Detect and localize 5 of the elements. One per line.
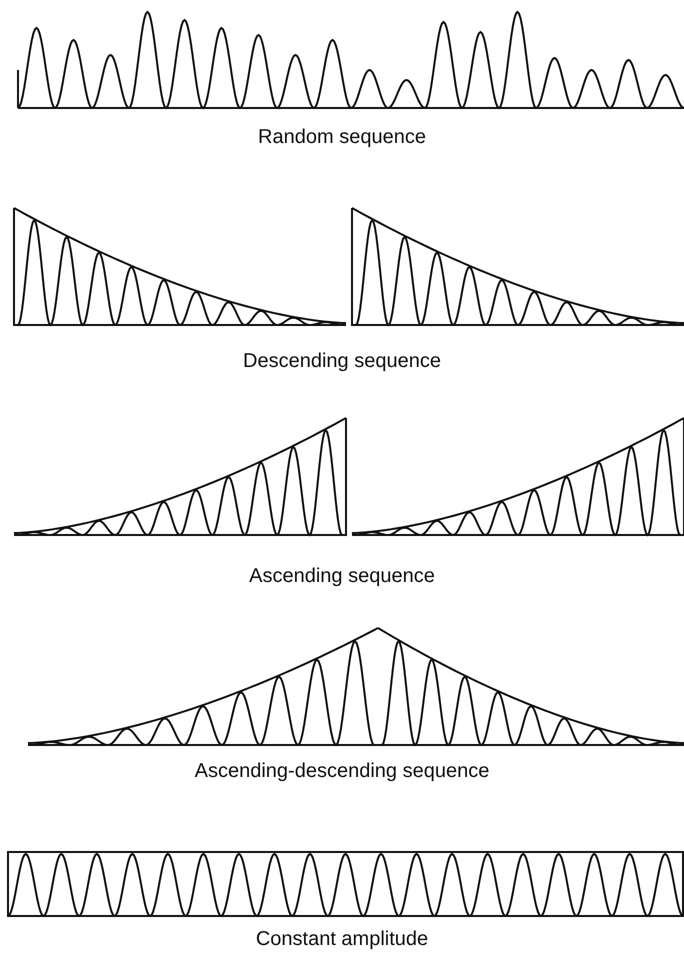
caption: Ascending-descending sequence	[194, 760, 490, 783]
caption: Descending sequence	[243, 350, 441, 373]
caption: Constant amplitude	[256, 928, 428, 951]
caption: Ascending sequence	[249, 565, 435, 588]
caption: Random sequence	[258, 126, 426, 149]
